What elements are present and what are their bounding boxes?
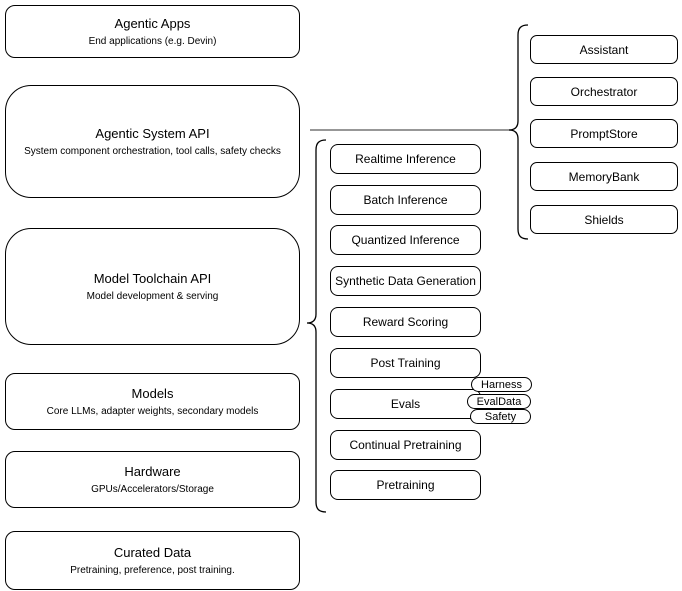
box-memorybank: MemoryBank — [530, 162, 678, 191]
continual-pretraining-label: Continual Pretraining — [349, 438, 462, 452]
assistant-label: Assistant — [579, 42, 629, 57]
pill-harness: Harness — [471, 377, 532, 392]
box-continual-pretraining: Continual Pretraining — [330, 430, 481, 460]
quantized-inference-label: Quantized Inference — [351, 233, 460, 247]
box-evals: Evals — [330, 389, 481, 419]
box-agentic-apps: Agentic Apps End applications (e.g. Devi… — [5, 5, 300, 58]
realtime-inference-label: Realtime Inference — [355, 152, 456, 166]
models-subtitle: Core LLMs, adapter weights, secondary mo… — [46, 405, 259, 417]
box-batch-inference: Batch Inference — [330, 185, 481, 215]
box-curated-data: Curated Data Pretraining, preference, po… — [5, 531, 300, 590]
box-shields: Shields — [530, 205, 678, 234]
post-training-label: Post Training — [370, 356, 441, 370]
box-agentic-system-api: Agentic System API System component orch… — [5, 85, 300, 198]
model-toolchain-api-subtitle: Model development & serving — [86, 290, 219, 302]
box-model-toolchain-api: Model Toolchain API Model development & … — [5, 228, 300, 345]
box-hardware: Hardware GPUs/Accelerators/Storage — [5, 451, 300, 508]
box-assistant: Assistant — [530, 35, 678, 64]
agentic-system-api-subtitle: System component orchestration, tool cal… — [24, 145, 281, 157]
hardware-subtitle: GPUs/Accelerators/Storage — [91, 483, 214, 495]
box-pretraining: Pretraining — [330, 470, 481, 500]
agentic-apps-subtitle: End applications (e.g. Devin) — [88, 35, 217, 47]
box-orchestrator: Orchestrator — [530, 77, 678, 106]
harness-label: Harness — [481, 378, 522, 391]
box-reward-scoring: Reward Scoring — [330, 307, 481, 337]
pill-safety: Safety — [470, 409, 531, 424]
box-realtime-inference: Realtime Inference — [330, 144, 481, 174]
synthetic-data-generation-label: Synthetic Data Generation — [335, 274, 476, 288]
safety-label: Safety — [484, 410, 517, 423]
box-post-training: Post Training — [330, 348, 481, 378]
reward-scoring-label: Reward Scoring — [362, 315, 449, 329]
promptstore-label: PromptStore — [570, 126, 638, 141]
agentic-apps-title: Agentic Apps — [114, 15, 191, 31]
models-title: Models — [131, 385, 174, 401]
hardware-title: Hardware — [124, 463, 181, 479]
evals-label: Evals — [390, 397, 421, 411]
toolchain-group-brace — [306, 139, 327, 513]
pill-evaldata: EvalData — [467, 394, 531, 409]
box-quantized-inference: Quantized Inference — [330, 225, 481, 255]
box-synthetic-data-generation: Synthetic Data Generation — [330, 266, 481, 296]
box-promptstore: PromptStore — [530, 119, 678, 148]
system-components-brace — [508, 24, 529, 240]
pretraining-label: Pretraining — [376, 478, 435, 492]
evaldata-label: EvalData — [476, 395, 522, 408]
curated-data-subtitle: Pretraining, preference, post training. — [70, 564, 235, 576]
curated-data-title: Curated Data — [113, 544, 192, 560]
model-toolchain-api-title: Model Toolchain API — [93, 270, 212, 286]
orchestrator-label: Orchestrator — [570, 84, 638, 99]
batch-inference-label: Batch Inference — [363, 193, 448, 207]
memorybank-label: MemoryBank — [568, 169, 640, 184]
shields-label: Shields — [584, 212, 624, 227]
box-models: Models Core LLMs, adapter weights, secon… — [5, 373, 300, 430]
agentic-system-api-title: Agentic System API — [95, 125, 210, 141]
